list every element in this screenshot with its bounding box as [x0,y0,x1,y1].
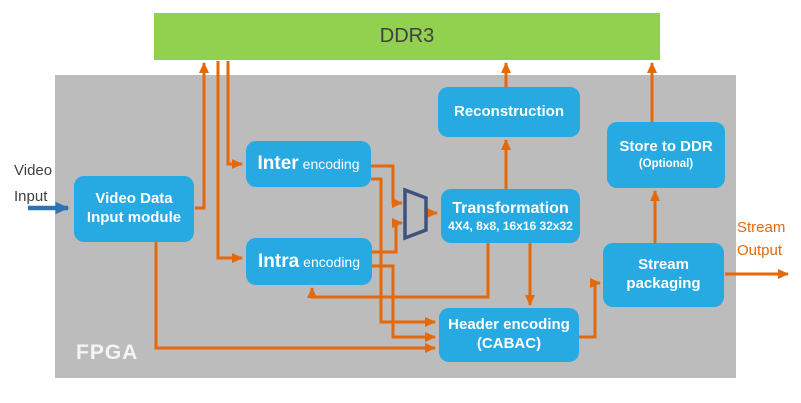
reconstruction-module: Reconstruction [438,87,580,137]
transformation-module: Transformation 4X4, 8x8, 16x16 32x32 [441,189,580,243]
stream-output-label: Stream Output [737,216,785,263]
inter-encoding-module: Inter encoding [246,141,371,187]
inter-encoding-rest: encoding [302,156,360,173]
video-data-input-line1: Video Data [95,190,173,208]
reconstruction-label: Reconstruction [453,102,564,120]
transformation-title: Transformation [452,199,569,217]
store-to-ddr-subtitle: (Optional) [638,158,694,171]
fpga-label: FPGA [76,341,139,364]
video-input-label: Video Input [14,158,52,211]
stream-packaging-line1: Stream [638,256,689,274]
ddr3-memory-block: DDR3 [154,13,660,60]
intra-encoding-rest: encoding [303,253,360,270]
ddr3-label: DDR3 [379,25,435,47]
store-to-ddr-title: Store to DDR [619,138,713,156]
intra-encoding-emphasis: Intra [257,250,300,272]
stream-output-line2: Output [737,242,783,260]
transformation-sizes: 4X4, 8x8, 16x16 32x32 [448,218,573,233]
store-to-ddr-module: Store to DDR (Optional) [607,122,725,188]
header-encoding-module: Header encoding (CABAC) [439,308,579,362]
intra-encoding-module: Intra encoding [246,238,372,285]
video-data-input-line2: Input module [86,209,182,226]
header-encoding-line1: Header encoding [448,316,570,334]
video-input-line1: Video [14,162,53,179]
video-data-input-module: Video Data Input module [74,176,194,242]
inter-encoding-emphasis: Inter [257,153,299,175]
video-input-line2: Input [14,188,48,206]
stream-packaging-line2: packaging [626,275,701,292]
stream-packaging-module: Stream packaging [603,243,724,307]
stream-output-line1: Stream [737,219,786,236]
header-encoding-line2: (CABAC) [476,335,542,352]
